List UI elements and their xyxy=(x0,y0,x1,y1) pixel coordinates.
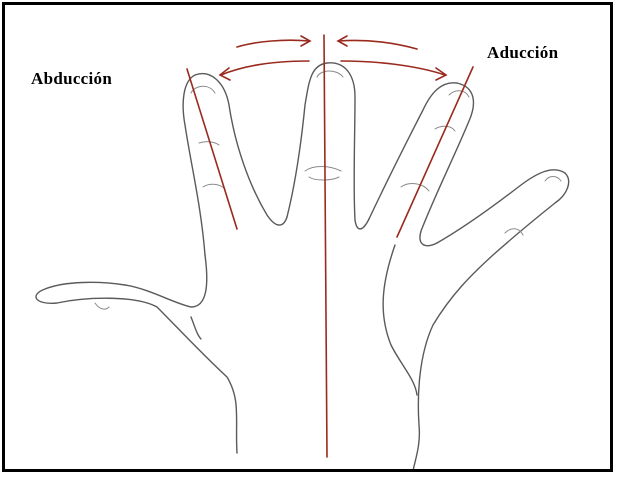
index-finger-outline xyxy=(183,74,287,255)
middle-finger-outline xyxy=(287,63,369,229)
nail-little xyxy=(545,177,561,182)
knuckle-little xyxy=(505,229,523,235)
knuckle-ring xyxy=(401,184,429,191)
thumb-outline xyxy=(36,255,237,453)
arrow-lower-left xyxy=(221,61,309,75)
ring-axis-line xyxy=(397,67,473,237)
middle-axis-line xyxy=(324,35,327,457)
movement-arrows xyxy=(220,36,446,80)
little-finger-outline xyxy=(413,170,569,471)
figure-frame: Abducción Aducción xyxy=(2,2,613,472)
nail-ring xyxy=(449,91,469,97)
knuckle-middle xyxy=(309,177,339,180)
nail-middle xyxy=(317,71,343,77)
palm-crease xyxy=(383,245,417,395)
arrow-top-left xyxy=(237,40,309,47)
abduction-label: Abducción xyxy=(31,69,112,89)
arrow-top-right xyxy=(339,40,417,49)
hand-outline xyxy=(36,63,569,471)
knuckle-index xyxy=(203,184,225,189)
finger-details xyxy=(95,71,561,309)
arrow-lower-right xyxy=(341,61,445,75)
adduction-label: Aducción xyxy=(487,43,558,63)
ring-finger-outline xyxy=(369,83,473,246)
palm-crease xyxy=(191,317,201,339)
index-axis-line xyxy=(187,69,237,229)
knuckle-thumb xyxy=(95,303,109,309)
knuckle-middle xyxy=(305,167,341,172)
knuckle-index xyxy=(199,142,219,145)
